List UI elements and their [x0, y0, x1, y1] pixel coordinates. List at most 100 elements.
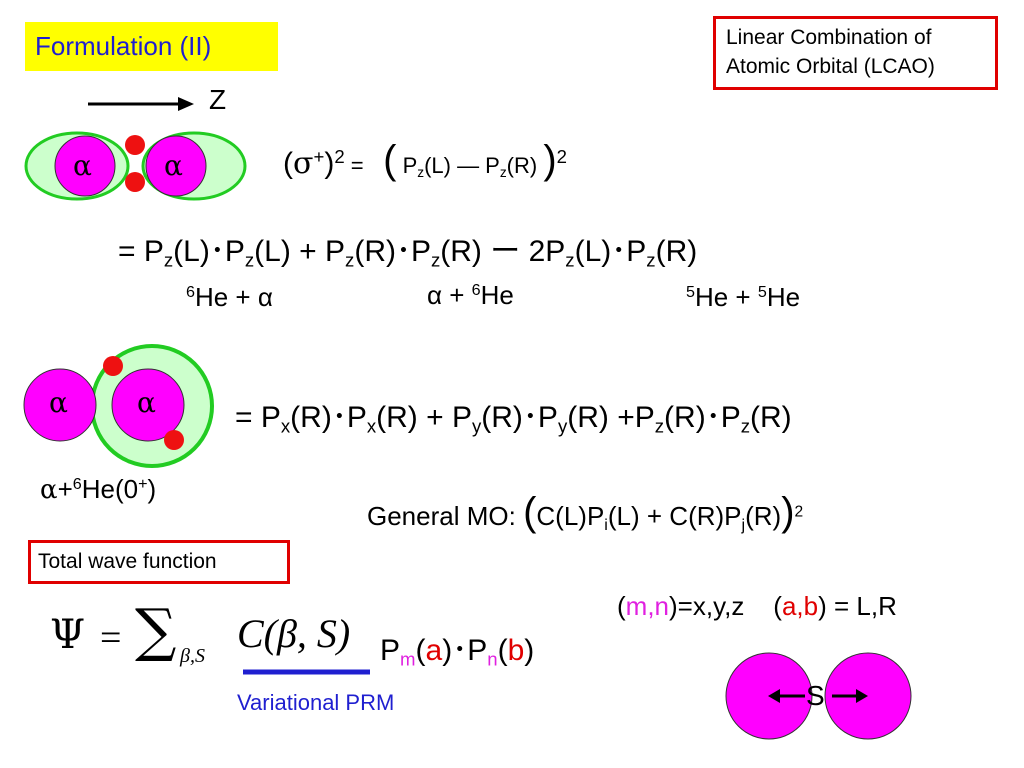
pxpy-a5: (R)･P — [664, 401, 741, 434]
pz-sub-1: z — [654, 415, 665, 437]
general-mo-label: General MO: — [367, 501, 516, 531]
pxpy-a2: (R) + P — [376, 401, 472, 434]
pn-n: n — [487, 648, 498, 670]
exp-sub-1: z — [163, 249, 174, 271]
exp-sub-2: z — [244, 249, 255, 271]
he6-diagram — [23, 344, 214, 468]
channel-he6-alpha: 6He + α — [186, 282, 273, 313]
alpha-left — [54, 135, 116, 197]
neutron-lower — [164, 430, 184, 450]
exp-eq: = P — [118, 235, 164, 268]
sigma-eq: = — [344, 153, 364, 178]
gmo-c3: (R) — [745, 501, 782, 531]
c3-end: He — [766, 282, 801, 312]
ab-close: ) = L,R — [818, 591, 897, 621]
index-definitions: (m,n)=x,y,z (a,b) = L,R — [617, 591, 897, 622]
lcao-line-2: Atomic Orbital (LCAO) — [726, 55, 935, 78]
gmo-c2: (L) + C(R)P — [607, 501, 742, 531]
alpha-label-2: α — [164, 149, 183, 182]
he6-he: He(0 — [81, 474, 139, 504]
exp-t1: (L)･P — [173, 235, 245, 268]
pxpy-eq: = P — [235, 401, 281, 434]
pm-p: P — [380, 634, 401, 667]
mn-vars: m,n — [625, 591, 670, 621]
pn-b: b — [507, 634, 525, 667]
exp-sub-6: z — [646, 249, 656, 271]
psi-equals: = — [100, 617, 122, 659]
sum-symbol: ∑ — [135, 596, 177, 664]
py-sub-2: y — [557, 415, 568, 437]
c2-end: He — [480, 280, 514, 310]
lcao-box: Linear Combination of Atomic Orbital (LC… — [713, 16, 998, 90]
lcao-line-1: Linear Combination of — [726, 26, 932, 49]
alpha-label-1: α — [73, 149, 92, 182]
outer-square: 2 — [556, 145, 568, 167]
pxpy-a3: (R)･P — [481, 401, 558, 434]
gmo-j: j — [741, 515, 746, 534]
pxpy-a6: (R) — [750, 401, 792, 434]
sigma-square: 2 — [334, 145, 345, 167]
px-sub-2: x — [366, 415, 377, 437]
psi-symbol: Ψ — [50, 612, 86, 658]
mn-close: )=x,y,z — [669, 591, 745, 621]
c1-text: He + α — [194, 282, 273, 312]
exp-t4: (R) ー 2P — [440, 235, 566, 268]
expansion-equation: = Pz(L)･Pz(L) + Pz(R)･Pz(R) ー 2Pz(L)･Pz(… — [118, 226, 697, 272]
pm-a: a — [425, 634, 443, 667]
pz-r-term: (R) — [506, 153, 538, 178]
pz-l-sub: z — [417, 165, 425, 181]
sigma-symbol: σ — [293, 146, 314, 181]
variational-prm-label: Variational PRM — [237, 690, 395, 715]
s-arrow-right-head — [856, 689, 868, 703]
general-mo: General MO: (C(L)Pi(L) + C(R)Pj(R))2 — [367, 490, 804, 534]
c3-sup1: 5 — [686, 283, 695, 302]
px-sub-1: x — [280, 415, 291, 437]
pxpy-a4: (R) +P — [567, 401, 655, 434]
he6-sup: 6 — [72, 475, 82, 494]
page-title: Formulation (II) — [25, 22, 278, 71]
pxpy-equation: = Px(R)･Px(R) + Py(R)･Py(R) +Pz(R)･Pz(R) — [235, 392, 792, 438]
gmo-i: i — [604, 515, 608, 534]
pz-r-sub: z — [499, 165, 507, 181]
alpha-left-2 — [23, 368, 97, 442]
channel-alpha-he6: α + 6He — [427, 280, 514, 311]
pmn-term: Pm(a)･Pn(b) — [380, 634, 535, 670]
c3-mid: He + — [694, 282, 758, 312]
exp-sub-4: z — [430, 249, 441, 271]
alpha-right-2 — [111, 368, 185, 442]
exp-sub-5: z — [565, 249, 575, 271]
pm-m: m — [400, 648, 416, 670]
s-distance-label: S — [806, 680, 825, 711]
sigma-molecule-diagram — [24, 131, 247, 201]
c1-sup: 6 — [186, 283, 195, 302]
he6-label: α+6He(0+) — [40, 474, 156, 505]
pz-l: P — [402, 153, 418, 178]
alpha-label-4: α — [137, 386, 156, 419]
c2-sup: 6 — [471, 281, 481, 300]
mn-open: ( — [617, 591, 626, 621]
exp-t2: (L) + P — [254, 235, 346, 268]
neutron-bottom — [125, 172, 145, 192]
c-beta-s: C(β, S) — [237, 611, 351, 656]
sigma-plus: + — [313, 145, 325, 167]
pz-l-term: (L) — P — [424, 153, 500, 178]
z-arrow-head — [178, 97, 194, 111]
pz-sub-2: z — [740, 415, 750, 437]
exp-sub-3: z — [345, 249, 355, 271]
he6-close: ) — [147, 474, 157, 504]
he6-sup2: + — [138, 475, 148, 494]
alpha-right — [145, 135, 207, 197]
sum-subscript: β,S — [180, 645, 205, 667]
ab-open: ( — [773, 591, 782, 621]
alpha-label-3: α — [49, 386, 68, 419]
py-sub-1: y — [471, 415, 482, 437]
neutron-top — [125, 135, 145, 155]
exp-t5: (L)･P — [574, 235, 647, 268]
exp-t3: (R)･P — [354, 235, 431, 268]
pmn-mid: ･P — [452, 634, 488, 667]
he6-plus: + — [57, 474, 73, 504]
gmo-sq: 2 — [794, 503, 804, 521]
c2-text: α + — [427, 280, 472, 310]
he6-alpha: α — [40, 475, 58, 505]
